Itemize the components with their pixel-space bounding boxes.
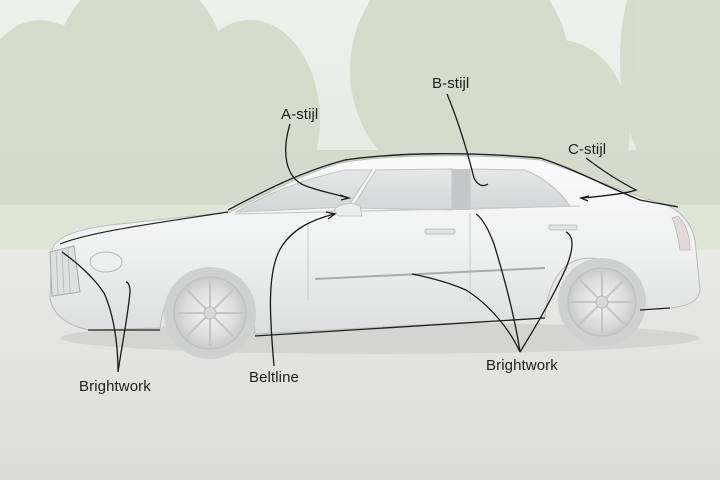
label-brightwork-side: Brightwork xyxy=(486,357,558,374)
leader-brightwork-right xyxy=(411,213,573,353)
roofline-highlight xyxy=(227,153,679,211)
label-a-pillar: A-stijl xyxy=(281,106,319,123)
leader-brightwork-left xyxy=(61,251,131,373)
headlight xyxy=(89,251,123,273)
leader-beltline xyxy=(269,213,335,367)
rear-wheel xyxy=(558,258,646,346)
side-chrome-strip xyxy=(314,267,546,280)
hood-line-highlight xyxy=(59,211,229,245)
leader-a-pillar xyxy=(285,123,349,199)
leader-lines xyxy=(61,93,638,373)
leader-beltline-tip xyxy=(325,211,337,220)
label-c-pillar: C-stijl xyxy=(568,141,607,158)
label-beltline: Beltline xyxy=(249,369,299,386)
label-brightwork-front: Brightwork xyxy=(79,378,151,395)
grille-bars xyxy=(55,247,71,295)
tail-light xyxy=(671,215,691,251)
beltline-crease xyxy=(234,205,581,215)
leader-b-pillar xyxy=(446,93,489,187)
rear-door-handle xyxy=(548,224,578,231)
leader-c-pillar-tip xyxy=(578,195,590,202)
front-door-handle xyxy=(424,228,456,235)
side-mirror xyxy=(333,203,363,217)
leader-c-pillar xyxy=(581,157,638,199)
lower-body-highlight xyxy=(88,307,671,337)
leader-a-pillar-tip xyxy=(339,194,352,201)
front-wheel xyxy=(164,267,256,359)
label-b-pillar: B-stijl xyxy=(432,75,470,92)
b-pillar-shape xyxy=(452,169,470,210)
